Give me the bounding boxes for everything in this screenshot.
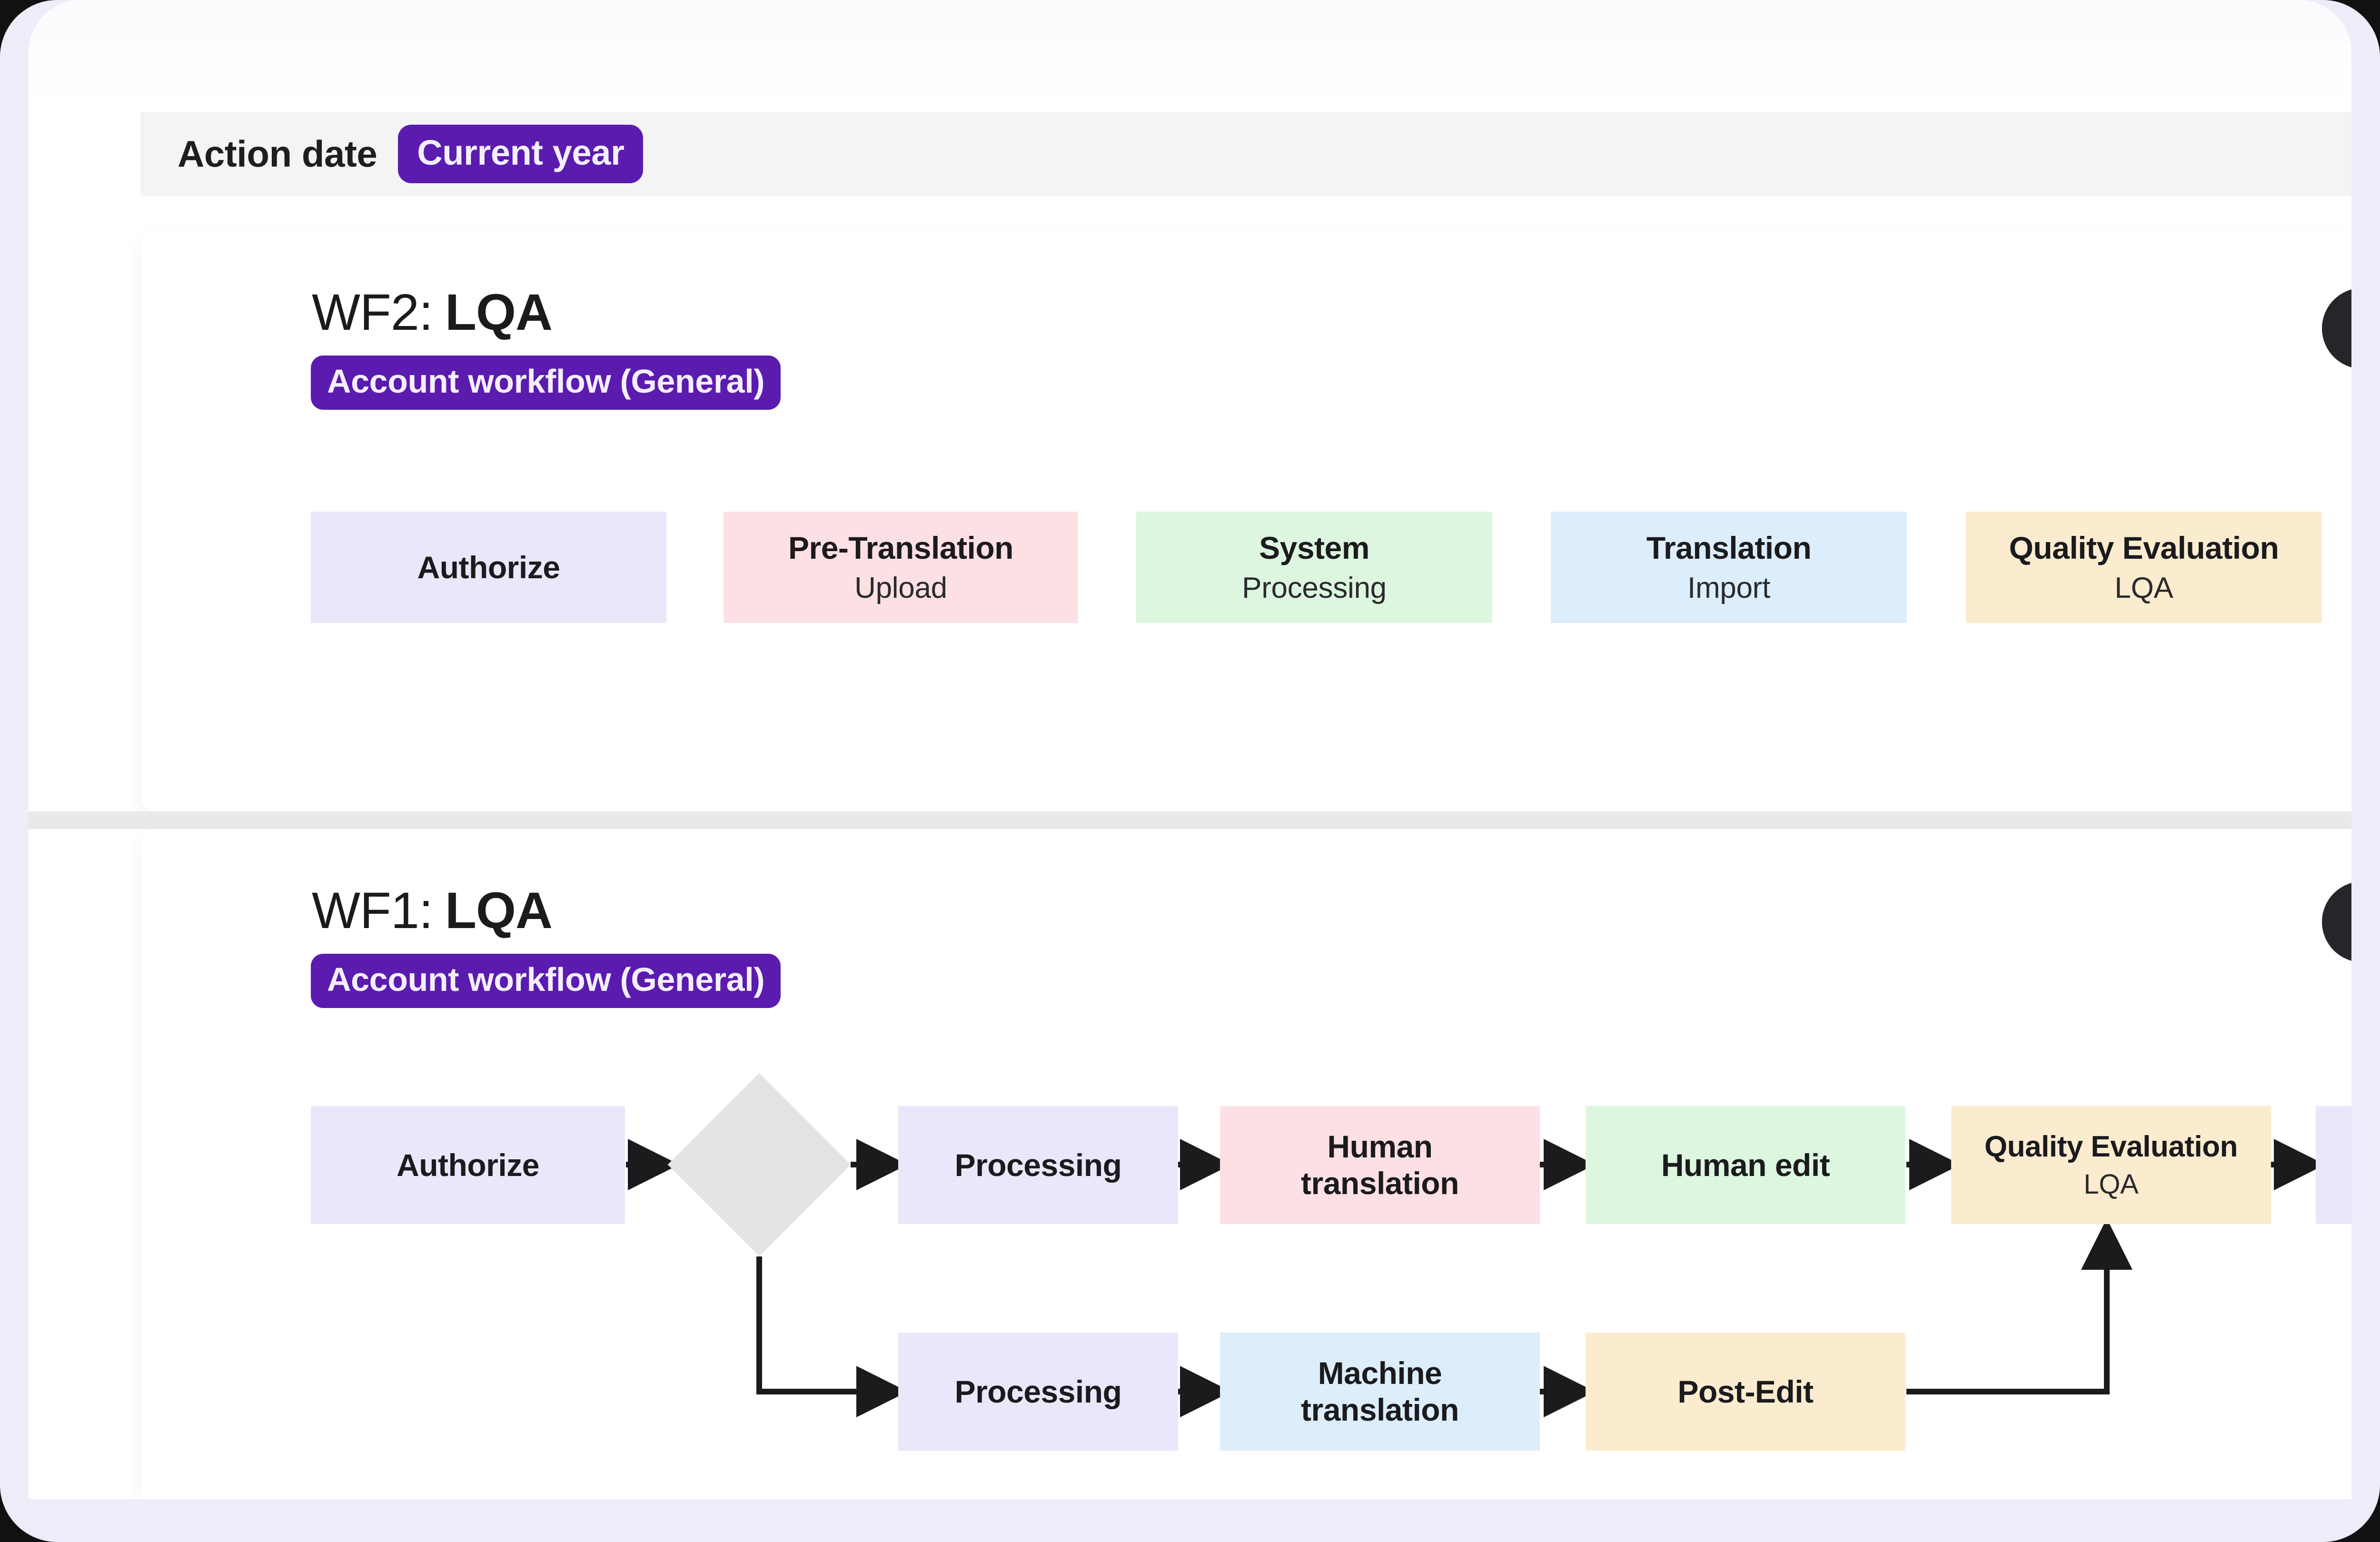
node-processing-bottom[interactable]: Processing [898, 1333, 1178, 1451]
node-title: Pre-Translation [788, 530, 1013, 566]
workflow-badge-wf2: Account workflow (General) [311, 356, 781, 410]
page-surface: Action date Current year WF2:LQA Account… [29, 0, 2351, 1499]
workflow-diagram-wf2: Authorize Pre-Translation Upload System … [140, 231, 2351, 811]
node-title: Processing [954, 1147, 1122, 1183]
connector-arrows-wf1 [626, 1139, 2325, 1417]
workflow-badge-wf1: Account workflow (General) [311, 954, 781, 1008]
node-quality-evaluation[interactable]: Quality Evaluation LQA [1966, 512, 2322, 623]
workflow-id-wf2: WF2: [312, 283, 433, 341]
workflow-card-wf2: WF2:LQA Account workflow (General) Add s… [140, 231, 2351, 811]
workflow-card-wf1: WF1:LQA Account workflow (General) Add s… [140, 829, 2351, 1499]
workflow-name-wf2: LQA [445, 283, 553, 341]
node-human-edit[interactable]: Human edit [1586, 1106, 1905, 1224]
node-title: Human translation [1301, 1129, 1459, 1201]
node-title: Authorize [417, 549, 560, 585]
node-title: Quality Evaluation [2009, 530, 2279, 566]
node-subtitle: LQA [2114, 571, 2173, 604]
node-authorize[interactable]: Authorize [311, 1106, 625, 1224]
node-title: Processing [954, 1374, 1122, 1409]
node-human-translation[interactable]: Human translation [1220, 1106, 1540, 1224]
node-translation[interactable]: Translation Import [1551, 512, 1907, 623]
node-subtitle: LQA [2083, 1169, 2139, 1200]
node-system[interactable]: System Processing [1136, 512, 1492, 623]
node-title: Machine translation [1301, 1355, 1459, 1427]
node-machine-translation[interactable]: Machine translation [1220, 1333, 1540, 1451]
node-title: System [1259, 530, 1369, 566]
node-authorize[interactable]: Authorize [311, 512, 666, 623]
node-title: Translation [1646, 530, 1812, 566]
node-title: Human edit [1661, 1147, 1830, 1183]
workflow-header-wf1: WF1:LQA Account workflow (General) Add s… [140, 829, 2351, 1029]
action-date-label: Action date [178, 132, 377, 175]
page-inner: Action date Current year WF2:LQA Account… [29, 0, 2351, 1499]
current-year-chip[interactable]: Current year [398, 124, 644, 183]
action-date-toolbar: Action date Current year [140, 112, 2351, 196]
workflow-title-wf2: WF2:LQA [312, 282, 553, 342]
node-pre-translation[interactable]: Pre-Translation Upload [724, 512, 1078, 623]
node-title: Post-Edit [1677, 1374, 1814, 1409]
node-subtitle: Import [1687, 571, 1770, 604]
node-subtitle: Upload [854, 571, 947, 604]
workflow-header-wf2: WF2:LQA Account workflow (General) Add s… [140, 231, 2351, 431]
node-post-edit[interactable]: Post-Edit [1586, 1333, 1905, 1451]
node-quality-evaluation[interactable]: Quality Evaluation LQA [1951, 1106, 2271, 1224]
node-subtitle: Processing [1242, 571, 1387, 604]
workflow-title-wf1: WF1:LQA [312, 880, 553, 940]
node-published[interactable]: Published [2316, 1106, 2351, 1224]
node-title: Authorize [397, 1147, 539, 1183]
workflow-name-wf1: LQA [445, 881, 553, 939]
node-processing-top[interactable]: Processing [898, 1106, 1178, 1224]
workflow-diagram-wf1: Authorize Processing Human translation H… [140, 829, 2351, 1499]
card-gap-divider [29, 811, 2351, 829]
workflow-id-wf1: WF1: [312, 881, 433, 939]
node-title: Quality Evaluation [1984, 1130, 2238, 1163]
